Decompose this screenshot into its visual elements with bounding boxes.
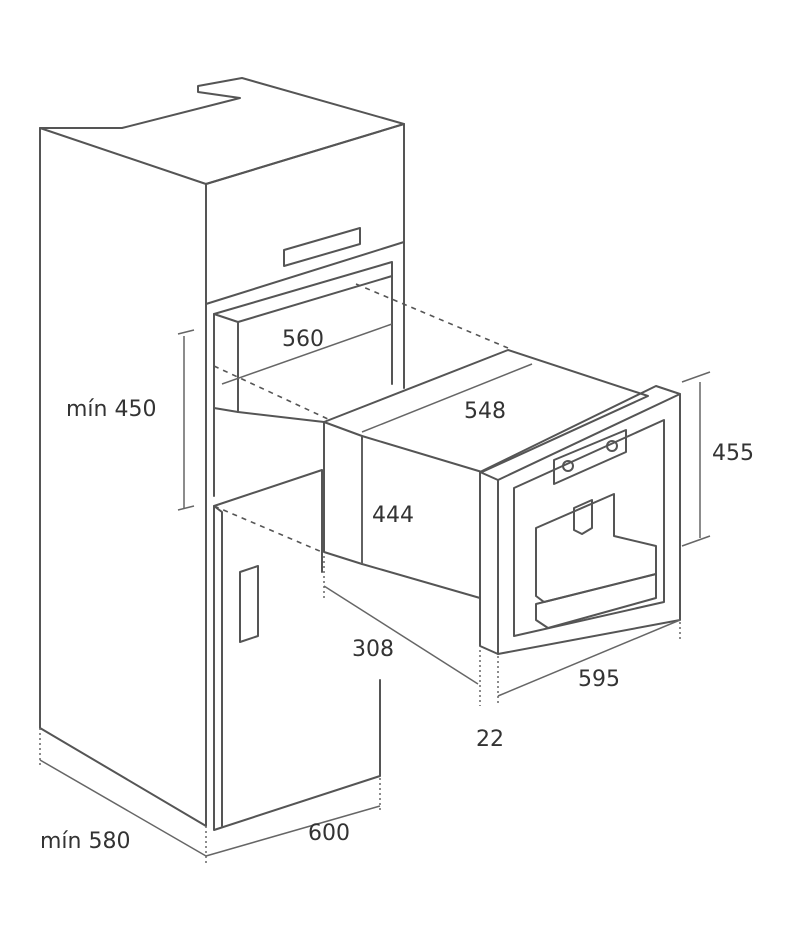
projection-lines: [39, 283, 681, 866]
front-fascia-edge: [479, 393, 681, 655]
niche-shelf: [213, 407, 325, 423]
appliance-depth-label: 308: [352, 637, 394, 662]
appliance-width-line: [361, 363, 533, 433]
cabinet-width-label: 600: [308, 821, 350, 846]
housing-side: [361, 435, 483, 599]
cabinet-left-side: [39, 127, 207, 827]
front-width-label: 595: [578, 667, 620, 692]
front-thickness-label: 22: [476, 727, 504, 752]
front-inner-panel: [513, 419, 665, 637]
lower-door-handle: [239, 565, 259, 643]
appliance-width-label: 548: [464, 399, 506, 424]
dimension-lines: [39, 323, 711, 857]
lower-door-inner-edge: [213, 505, 223, 827]
housing-top: [323, 349, 649, 473]
control-panel: [553, 429, 627, 485]
brew-recess: [535, 493, 657, 603]
right-knob-icon: [606, 440, 618, 452]
cabinet-top: [39, 77, 405, 185]
niche-inner-top: [213, 275, 393, 413]
cabinet-depth-line: [39, 759, 207, 857]
upper-drawer-handle: [283, 227, 361, 267]
front-width-line: [497, 619, 681, 697]
cabinet-width-line: [205, 805, 381, 857]
left-knob-icon: [562, 460, 574, 472]
niche-width-label: 560: [282, 327, 324, 352]
niche-height-label: mín 450: [66, 397, 156, 422]
appliance-height-label: 444: [372, 503, 414, 528]
appliance-depth-line: [323, 585, 479, 685]
coffee-machine: [323, 349, 681, 655]
upper-drawer: [205, 123, 405, 305]
niche-frame: [213, 261, 393, 497]
niche-opening: [213, 261, 393, 497]
housing-front: [323, 421, 363, 565]
niche-width-line: [221, 323, 393, 385]
drip-tray: [535, 573, 657, 629]
cabinet-depth-label: mín 580: [40, 829, 130, 854]
front-height-label: 455: [712, 441, 754, 466]
lower-door-front: [213, 469, 381, 831]
spout-icon: [573, 499, 593, 535]
upper-drawer-front: [205, 123, 405, 305]
